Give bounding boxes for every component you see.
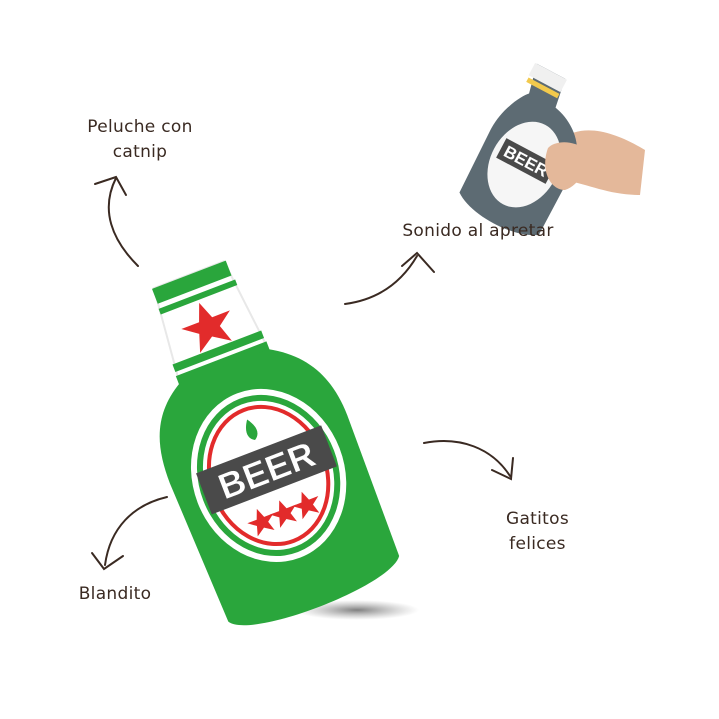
label-blandito-text: Blandito — [78, 584, 152, 604]
beer-banner — [196, 425, 337, 515]
label-catnip: Peluche con catnip — [70, 115, 210, 165]
label-gatitos-line1: Gatitos — [505, 509, 569, 529]
red-star-small-icon — [292, 491, 320, 520]
label-gatitos: Gatitos felices — [480, 507, 595, 557]
red-star-small-icon — [247, 508, 275, 537]
fingers — [545, 142, 587, 190]
arrowhead-blandito — [91, 552, 124, 571]
arrow-blandito — [104, 496, 168, 566]
arrow-gatitos — [423, 440, 511, 477]
leaf-emblem-icon — [245, 419, 258, 440]
label-catnip-line1: Peluche con — [87, 117, 193, 137]
red-star-small-icon — [269, 500, 297, 528]
bottle-shadow — [295, 600, 419, 620]
red-star-icon — [181, 302, 232, 353]
label-sonido: Sonido al apretar — [388, 219, 568, 244]
label-gatitos-line2: felices — [509, 534, 566, 554]
arrowhead-catnip — [94, 175, 127, 196]
arrowhead-sonido — [401, 251, 435, 273]
arrowhead-gatitos — [491, 457, 514, 481]
label-catnip-line2: catnip — [112, 142, 168, 162]
arrow-catnip — [107, 177, 139, 267]
label-blandito: Blandito — [60, 582, 170, 607]
label-sonido-text: Sonido al apretar — [402, 221, 554, 241]
arrow-sonido — [344, 255, 418, 305]
